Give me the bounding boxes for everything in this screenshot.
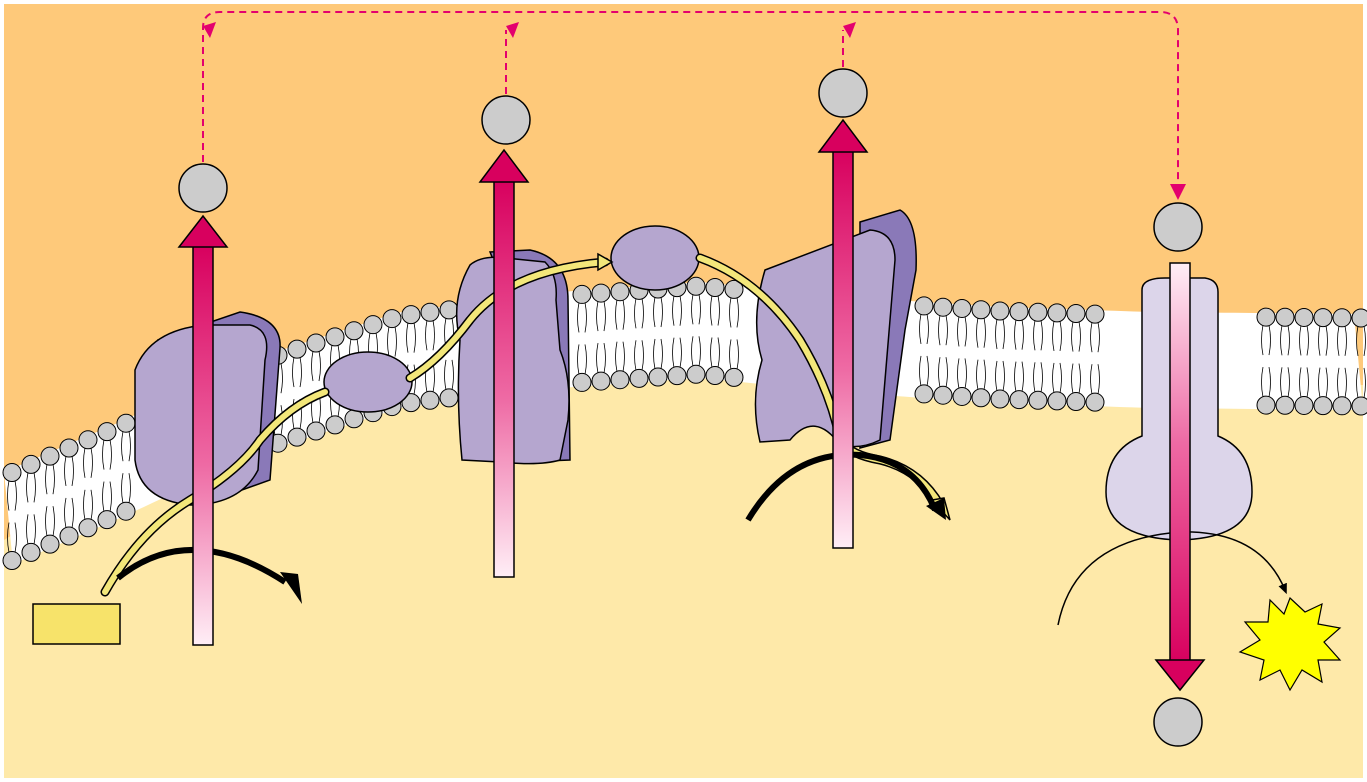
lipid-head: [41, 535, 59, 553]
lipid-head: [421, 391, 439, 409]
lipid-head: [953, 299, 971, 317]
lipid-head: [1086, 305, 1104, 323]
proton-3: [819, 69, 867, 117]
lipid-head: [592, 284, 610, 302]
lipid-head: [972, 389, 990, 407]
lipid-head: [1029, 303, 1047, 321]
lipid-head: [440, 301, 458, 319]
lipid-head: [706, 367, 724, 385]
lipid-head: [934, 298, 952, 316]
lipid-head: [1048, 304, 1066, 322]
lipid-head: [1048, 392, 1066, 410]
lipid-head: [117, 502, 135, 520]
lipid-head: [326, 328, 344, 346]
lipid-head: [991, 302, 1009, 320]
carrier-q: [324, 352, 412, 412]
lipid-head: [79, 431, 97, 449]
lipid-head: [1067, 393, 1085, 411]
lipid-head: [345, 322, 363, 340]
lipid-head: [1276, 396, 1294, 414]
lipid-head: [1010, 391, 1028, 409]
lipid-head: [3, 464, 21, 482]
lipid-head: [1295, 308, 1313, 326]
proton-1: [179, 164, 227, 212]
lipid-head: [364, 316, 382, 334]
lipid-head: [421, 303, 439, 321]
lipid-head: [706, 279, 724, 297]
lipid-head: [22, 455, 40, 473]
lipid-head: [383, 310, 401, 328]
lipid-head: [1314, 397, 1332, 415]
lipid-head: [915, 297, 933, 315]
lipid-head: [440, 389, 458, 407]
lipid-head: [687, 365, 705, 383]
lipid-head: [934, 386, 952, 404]
lipid-head: [307, 422, 325, 440]
lipid-head: [1067, 305, 1085, 323]
lipid-head: [326, 416, 344, 434]
lipid-head: [1314, 309, 1332, 327]
lipid-head: [288, 428, 306, 446]
lipid-head: [60, 527, 78, 545]
lipid-head: [972, 301, 990, 319]
lipid-head: [1257, 396, 1275, 414]
lipid-head: [345, 410, 363, 428]
lipid-head: [1086, 393, 1104, 411]
lipid-head: [60, 439, 78, 457]
lipid-head: [1333, 309, 1351, 327]
lipid-head: [649, 368, 667, 386]
proton-5: [1154, 698, 1202, 746]
lipid-head: [991, 390, 1009, 408]
lipid-head: [1352, 397, 1367, 415]
lipid-head: [307, 334, 325, 352]
lipid-head: [592, 372, 610, 390]
proton-4: [1154, 203, 1202, 251]
lipid-head: [915, 385, 933, 403]
substrate-box: [33, 604, 120, 644]
proton-2: [482, 96, 530, 144]
lipid-head: [1010, 303, 1028, 321]
lipid-head: [1333, 397, 1351, 415]
lipid-head: [725, 368, 743, 386]
lipid-head: [611, 283, 629, 301]
lipid-head: [611, 371, 629, 389]
lipid-head: [573, 285, 591, 303]
lipid-head: [98, 423, 116, 441]
lipid-head: [3, 552, 21, 570]
lipid-head: [573, 373, 591, 391]
lipid-head: [1352, 309, 1367, 327]
lipid-head: [1029, 391, 1047, 409]
lipid-head: [288, 340, 306, 358]
lipid-head: [953, 387, 971, 405]
lipid-head: [41, 447, 59, 465]
lipid-head: [630, 369, 648, 387]
lipid-head: [1276, 308, 1294, 326]
carrier-c: [611, 226, 699, 290]
lipid-head: [79, 519, 97, 537]
lipid-head: [402, 306, 420, 324]
lipid-head: [1295, 396, 1313, 414]
lipid-head: [98, 511, 116, 529]
lipid-head: [22, 543, 40, 561]
lipid-head: [668, 367, 686, 385]
lipid-head: [117, 414, 135, 432]
lipid-head: [687, 277, 705, 295]
lipid-head: [1257, 308, 1275, 326]
